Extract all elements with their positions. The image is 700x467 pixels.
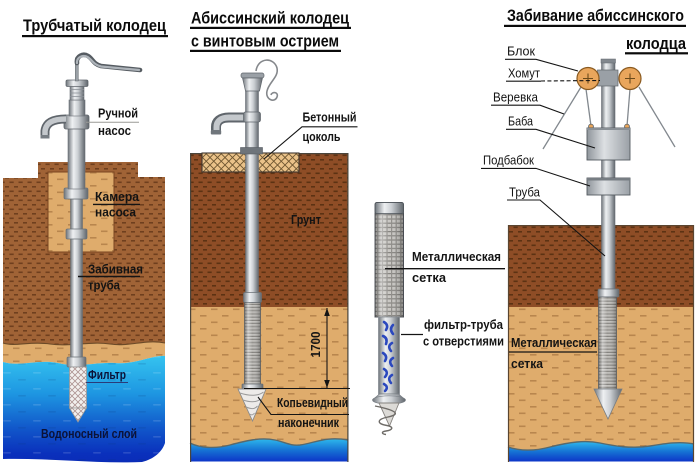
- svg-text:Копьевидный: Копьевидный: [277, 395, 348, 410]
- svg-text:колодца: колодца: [626, 35, 687, 53]
- svg-text:Абиссинский колодец: Абиссинский колодец: [191, 10, 349, 28]
- svg-text:1700: 1700: [308, 332, 323, 358]
- svg-text:сетка: сетка: [511, 356, 544, 371]
- svg-text:труба: труба: [88, 278, 121, 293]
- svg-text:Металлическая: Металлическая: [412, 249, 501, 264]
- svg-text:Бетонный: Бетонный: [303, 110, 357, 125]
- svg-text:фильтр-труба: фильтр-труба: [424, 317, 504, 332]
- svg-text:Фильтр: Фильтр: [88, 367, 126, 382]
- svg-text:насос: насос: [98, 123, 131, 138]
- svg-text:Ручной: Ручной: [98, 106, 138, 121]
- svg-text:сетка: сетка: [412, 270, 447, 285]
- svg-text:Веревка: Веревка: [493, 90, 539, 105]
- svg-text:Водоносный слой: Водоносный слой: [41, 426, 137, 441]
- svg-text:Металлическая: Металлическая: [511, 335, 597, 350]
- svg-text:Забивная: Забивная: [88, 262, 143, 277]
- svg-text:Забивание абиссинского: Забивание абиссинского: [507, 7, 684, 25]
- svg-text:с отверстиями: с отверстиями: [423, 334, 504, 349]
- svg-text:Подбабок: Подбабок: [483, 153, 534, 168]
- svg-text:Труба: Труба: [509, 185, 541, 200]
- svg-text:Хомут: Хомут: [508, 66, 540, 81]
- svg-text:наконечник: наконечник: [278, 415, 339, 430]
- svg-text:Камера: Камера: [95, 189, 140, 204]
- svg-text:Блок: Блок: [507, 44, 535, 59]
- svg-text:с винтовым острием: с винтовым острием: [191, 33, 339, 51]
- svg-text:Баба: Баба: [508, 114, 534, 129]
- svg-text:Грунт: Грунт: [291, 212, 321, 227]
- svg-text:насоса: насоса: [95, 205, 137, 220]
- svg-text:Трубчатый колодец: Трубчатый колодец: [23, 17, 166, 35]
- svg-text:цоколь: цоколь: [303, 129, 341, 144]
